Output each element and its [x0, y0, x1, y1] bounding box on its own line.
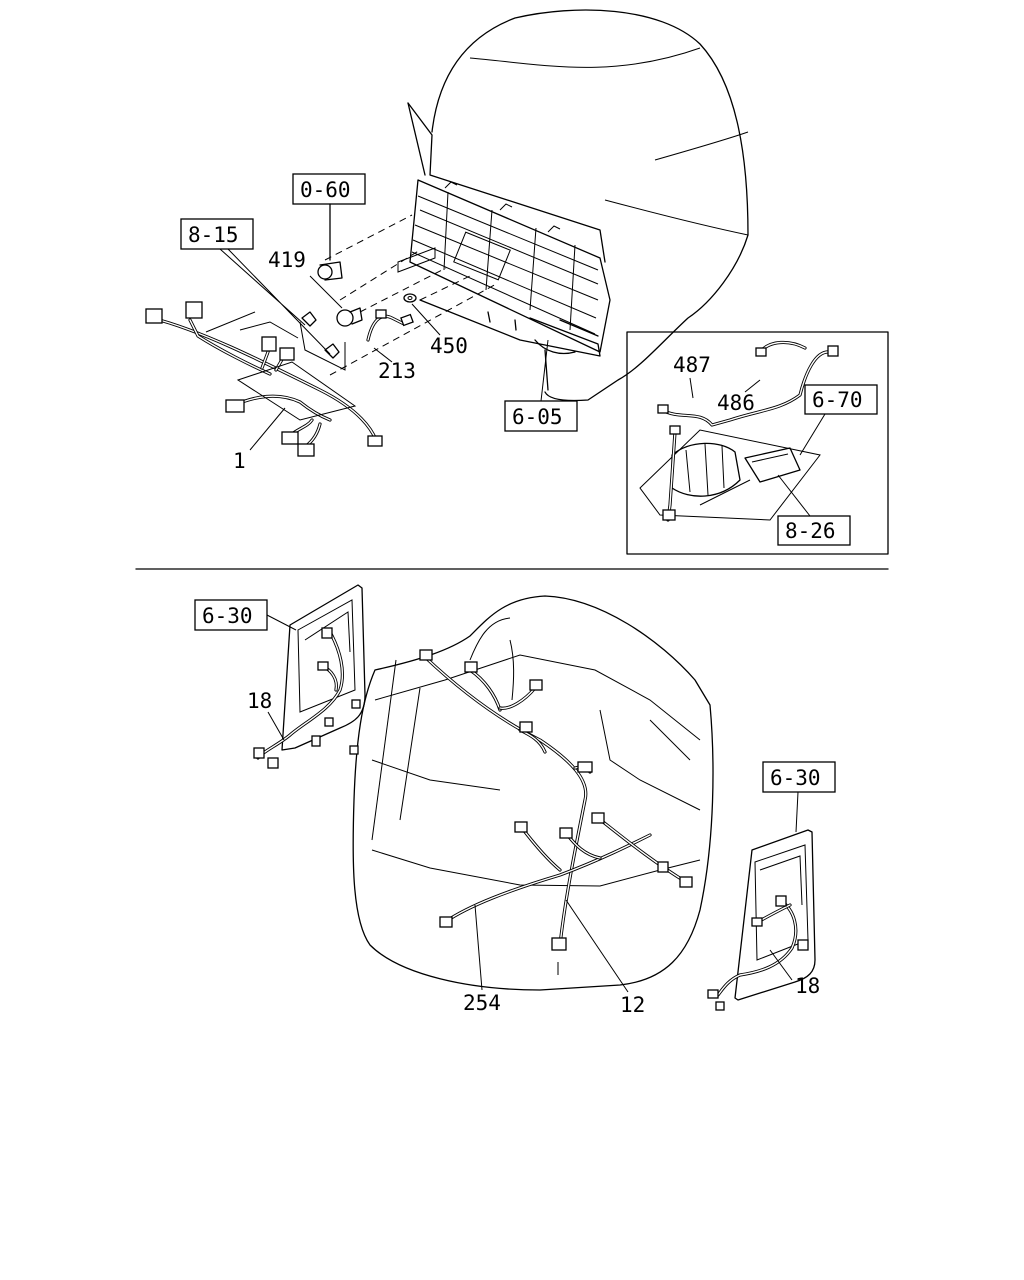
bolt-419 — [317, 261, 363, 327]
label-254: 254 — [463, 991, 501, 1015]
ref-box-8-15[interactable]: 8-15 — [180, 218, 254, 250]
ref-box-6-70[interactable]: 6-70 — [804, 384, 878, 415]
label-486: 486 — [717, 391, 755, 415]
label-487: 487 — [673, 353, 711, 377]
label-18-right: 18 — [795, 974, 820, 998]
ref-label: 6-30 — [202, 604, 253, 628]
right-door-illustration — [707, 829, 816, 1011]
ref-label: 6-05 — [512, 405, 563, 429]
label-213: 213 — [378, 359, 416, 383]
label-450: 450 — [430, 334, 468, 358]
ref-label: 8-26 — [785, 519, 836, 543]
ref-label: 8-15 — [188, 223, 239, 247]
ref-box-8-26[interactable]: 8-26 — [777, 515, 851, 546]
cab-interior-illustration — [352, 595, 714, 991]
left-door-illustration — [253, 584, 366, 769]
main-harness-1 — [145, 301, 383, 457]
washer-450 — [403, 293, 417, 303]
ref-box-6-30-left[interactable]: 6-30 — [194, 599, 268, 631]
ref-label: 6-30 — [770, 766, 821, 790]
label-419: 419 — [268, 248, 306, 272]
harness-213 — [366, 309, 414, 342]
ref-box-6-30-right[interactable]: 6-30 — [762, 761, 836, 793]
label-18-left: 18 — [247, 689, 272, 713]
ref-label: 0-60 — [300, 178, 351, 202]
label-1: 1 — [233, 449, 246, 473]
ref-label: 6-70 — [812, 388, 863, 412]
inset-detail-panel — [626, 331, 889, 555]
cab-front-illustration — [407, 9, 749, 402]
ref-box-6-05[interactable]: 6-05 — [504, 400, 578, 432]
ref-box-0-60[interactable]: 0-60 — [292, 173, 366, 205]
label-12: 12 — [620, 993, 645, 1017]
